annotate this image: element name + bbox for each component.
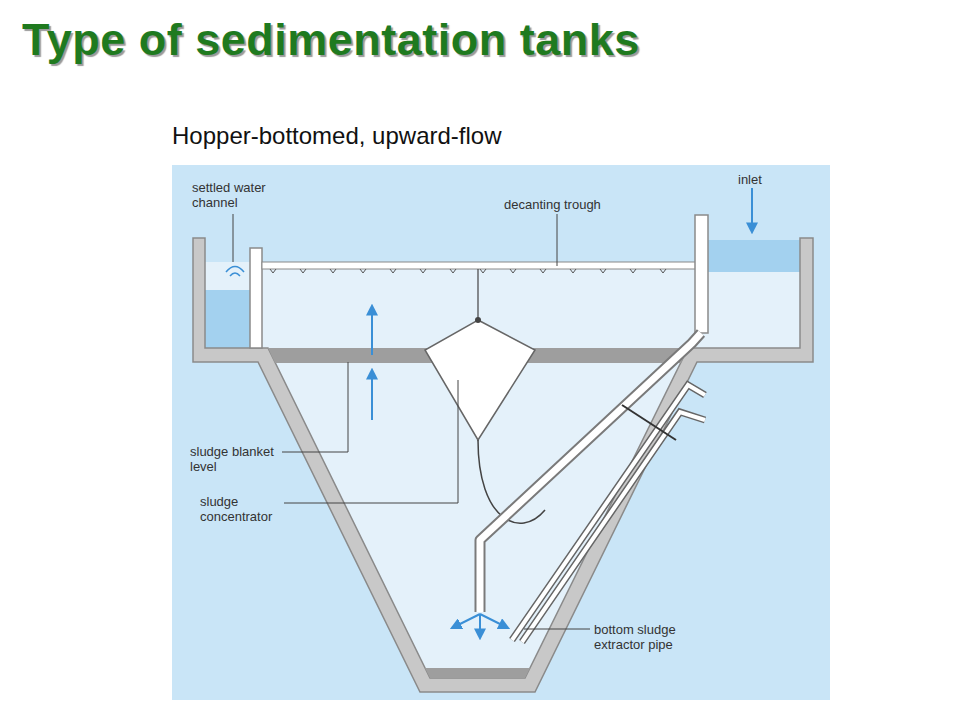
tank-wall bbox=[193, 238, 813, 692]
trough-notches bbox=[270, 269, 666, 273]
sludge-concentrator-cone bbox=[425, 320, 535, 440]
hanger-knot bbox=[475, 317, 481, 323]
overflow-waves bbox=[226, 267, 244, 277]
callout-label: decanting trough bbox=[504, 197, 614, 212]
leader-line bbox=[282, 362, 348, 452]
callout-label: settled water channel bbox=[192, 180, 282, 210]
channel-wall bbox=[250, 248, 262, 348]
bottom-sludge bbox=[425, 668, 530, 678]
callout-label: bottom sludge extractor pipe bbox=[594, 622, 694, 652]
slide-title: Type of sedimentation tanks bbox=[22, 14, 640, 66]
hanger bbox=[477, 269, 478, 320]
flow-arrow bbox=[371, 306, 373, 355]
outflow-arrow bbox=[452, 614, 480, 628]
subtitle: Hopper-bottomed, upward-flow bbox=[172, 122, 502, 150]
feed-pipe bbox=[480, 333, 701, 612]
leader-line bbox=[284, 380, 458, 503]
extractor-pipe bbox=[522, 412, 705, 642]
decanting-trough bbox=[262, 262, 696, 269]
outflow-arrow bbox=[479, 614, 481, 638]
callout-label: sludge blanket level bbox=[190, 444, 282, 474]
inlet-arrow bbox=[751, 188, 753, 232]
callout-label: inlet bbox=[738, 172, 778, 187]
settled-water bbox=[205, 290, 250, 348]
feed-pipe-outline bbox=[480, 333, 701, 612]
background-panel bbox=[172, 165, 830, 700]
flow-arrow bbox=[371, 370, 373, 420]
inlet-wall bbox=[695, 215, 708, 333]
pipe-valve bbox=[622, 405, 676, 440]
leader-line bbox=[524, 629, 590, 630]
leader-line bbox=[233, 214, 234, 262]
inlet-channel-water bbox=[708, 240, 800, 272]
leader-line bbox=[557, 214, 558, 266]
tank-water bbox=[205, 262, 800, 678]
outflow-arrow bbox=[480, 614, 508, 628]
extractor-pipe-outline bbox=[522, 412, 705, 642]
callout-label: sludge concentrator bbox=[200, 494, 282, 524]
